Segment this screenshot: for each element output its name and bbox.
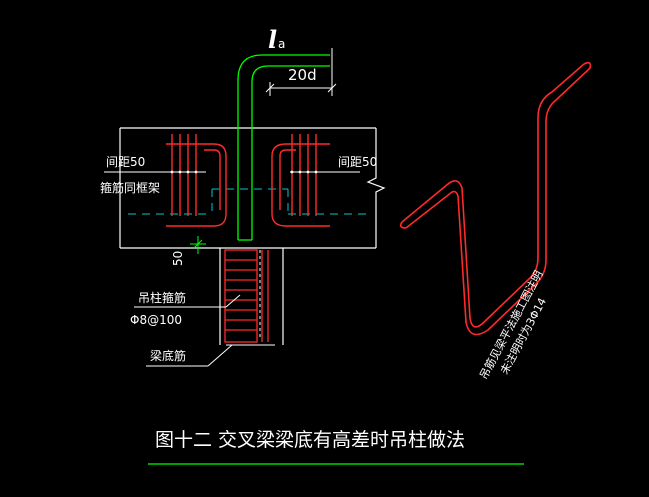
drawing-title: 图十二 交叉梁梁底有高差时吊柱做法 bbox=[155, 429, 465, 451]
dimension-20d bbox=[265, 48, 337, 96]
anchorage-length-subscript: a bbox=[278, 37, 285, 51]
anchorage-length-symbol: l bbox=[268, 25, 277, 54]
hanger-stirrup-spec: Φ8@100 bbox=[130, 313, 182, 327]
hanger-stirrup-label: 吊柱箍筋 bbox=[138, 290, 186, 305]
stirrup-note-left: 箍筋同框架 bbox=[100, 180, 160, 195]
beam-bottom-bar-label: 梁底筋 bbox=[150, 348, 186, 363]
left-stirrup-group bbox=[166, 134, 227, 227]
spacing-right-label: 间距50 bbox=[338, 155, 377, 169]
hanger-column-stirrups bbox=[224, 249, 269, 343]
spacing-left-label: 间距50 bbox=[106, 155, 145, 169]
beam-outline bbox=[119, 127, 386, 345]
stirrup-dots bbox=[170, 170, 318, 174]
dashed-axis-lines bbox=[128, 188, 372, 215]
beam-bottom-bar-leader bbox=[146, 344, 275, 367]
dimension-50 bbox=[190, 236, 206, 254]
hanger-stirrup-leader bbox=[134, 294, 241, 308]
right-stirrup-group bbox=[271, 134, 330, 227]
bent-hanger-bar bbox=[399, 61, 592, 336]
dimension-20d-label: 20d bbox=[288, 66, 317, 84]
anchorage-bar bbox=[237, 54, 330, 241]
dimension-50-label: 50 bbox=[171, 251, 185, 266]
